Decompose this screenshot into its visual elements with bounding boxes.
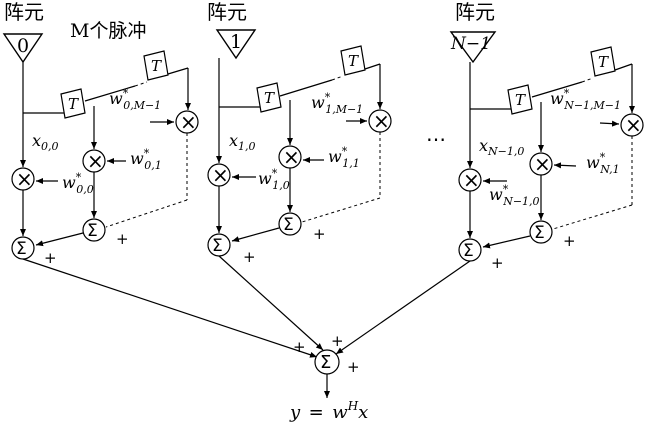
svg-text:T: T [68,95,79,113]
weight-mid-label: w*N,1 [586,151,620,176]
svg-text:+: + [491,254,504,272]
weight-mid-label: w*0,1 [130,147,162,172]
element-index: 1 [230,31,242,53]
svg-text:T: T [348,52,359,70]
svg-text:+: + [313,225,326,243]
channel-n-minus-1: 阵元 N−1 T T × × × [449,0,644,272]
svg-text:Σ: Σ [534,223,545,243]
svg-text:Σ: Σ [16,239,27,259]
svg-text:+: + [347,358,360,376]
weight-bottom-label: w*1,0 [258,167,290,192]
element-index: 0 [17,35,29,57]
weight-top-label: w*0,M−1 [109,87,161,112]
svg-text:T: T [264,89,275,107]
svg-text:Σ: Σ [463,241,474,261]
svg-text:×: × [373,109,390,133]
weight-top-label: w*1,M−1 [311,91,363,116]
svg-text:×: × [87,149,104,173]
svg-text:+: + [331,332,344,350]
summer-outer: Σ [458,238,482,262]
delay-box-1: T [60,88,86,119]
svg-text:T: T [515,91,526,109]
svg-text:T: T [598,53,609,71]
multiplier-0: × [207,163,231,187]
element-title: 阵元 [455,0,495,24]
svg-text:T: T [151,57,162,75]
summer-inner: Σ [278,212,302,236]
svg-text:+: + [243,248,256,266]
multiplier-0: × [11,167,35,191]
input-sample-label: x0,0 [32,131,59,153]
multiplier-1: × [82,149,106,173]
summer-inner: Σ [82,218,106,242]
pulses-label: M个脉冲 [70,20,146,42]
svg-text:×: × [16,167,33,191]
multiplier-top: × [175,110,199,134]
svg-text:Σ: Σ [87,221,98,241]
delay-box-1: T [507,84,533,115]
svg-text:+: + [116,230,129,248]
svg-text:Σ: Σ [212,236,223,256]
channel-0: 阵元 0 T T × × × [2,0,199,267]
summer-outer: Σ [11,236,35,260]
svg-text:×: × [180,110,197,134]
svg-text:+: + [293,338,306,356]
svg-text:Σ: Σ [283,215,294,235]
delay-box-2: T [340,45,366,76]
svg-text:×: × [212,163,229,187]
channel-1: 阵元 1 T T × × × [207,0,392,266]
antenna-triangle [2,33,44,64]
svg-text:+: + [563,232,576,250]
weight-bottom-label: w*N−1,0 [489,183,540,208]
multiplier-1: × [529,152,553,176]
antenna-triangle [449,31,497,64]
final-summer: Σ [314,349,340,375]
svg-text:Σ: Σ [320,352,331,373]
summer-inner: Σ [529,220,553,244]
output-equation: y = wHx [289,399,368,423]
delay-box-2: T [143,50,169,81]
delay-box-1: T [256,82,282,113]
input-sample-label: x1,0 [229,131,256,153]
svg-text:+: + [44,249,57,267]
multiplier-1: × [278,145,302,169]
multiplier-top: × [368,109,392,133]
multiplier-0: × [458,168,482,192]
svg-text:×: × [625,113,642,137]
input-sample-label: xN−1,0 [479,136,524,158]
svg-text:×: × [283,145,300,169]
summer-outer: Σ [207,233,231,257]
element-title: 阵元 [4,0,44,24]
svg-text:×: × [534,152,551,176]
weight-bottom-label: w*0,0 [62,171,94,196]
weight-top-label: w*N−1,M−1 [550,87,621,112]
ellipsis: … [426,122,446,146]
multiplier-top: × [620,113,644,137]
svg-text:×: × [463,168,480,192]
element-title: 阵元 [207,0,247,24]
element-index: N−1 [450,34,491,54]
weight-mid-label: w*1,1 [328,145,360,170]
delay-box-2: T [590,46,616,77]
antenna-triangle [215,29,257,60]
